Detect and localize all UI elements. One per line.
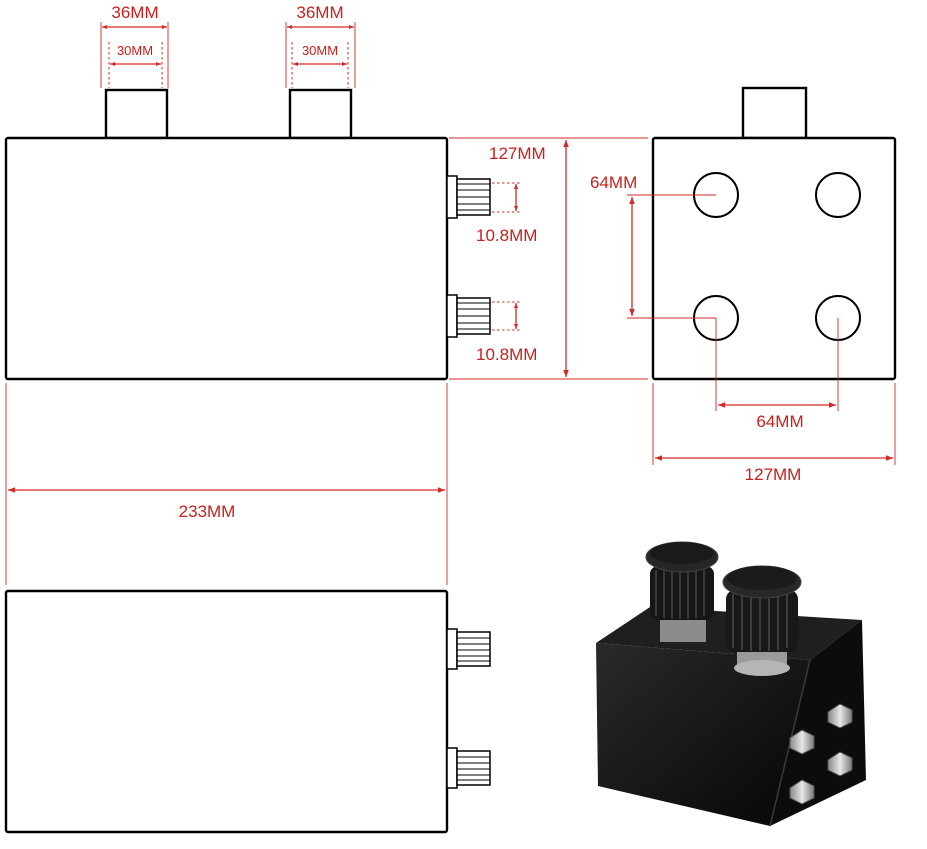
top-view-body xyxy=(651,136,897,381)
width-label: 127MM xyxy=(745,465,802,484)
side-fitting-1 xyxy=(446,175,491,219)
length-dimension xyxy=(5,383,448,585)
port-outer-label-1: 36MM xyxy=(111,3,158,22)
port-outer-label-2: 36MM xyxy=(296,3,343,22)
fitting-label-1: 10.8MM xyxy=(476,226,537,245)
product-photo xyxy=(596,541,866,827)
hole-vertical-label: 64MM xyxy=(590,173,637,192)
top-port-1 xyxy=(104,88,169,140)
hole-horizontal-label: 64MM xyxy=(756,412,803,431)
product-fitting-1 xyxy=(827,703,853,729)
hole-top-right xyxy=(815,172,861,218)
top-view xyxy=(627,86,897,465)
front-view xyxy=(4,589,491,834)
side-fitting-2 xyxy=(446,294,491,338)
breather-filter-1 xyxy=(645,541,719,642)
product-fitting-4 xyxy=(789,779,815,805)
top-port-2 xyxy=(288,88,353,140)
height-label: 127MM xyxy=(489,144,546,163)
breather-filter-2 xyxy=(722,565,802,676)
fitting-label-2: 10.8MM xyxy=(476,345,537,364)
top-view-port xyxy=(741,86,808,140)
front-view-body xyxy=(4,589,449,834)
front-fitting-2 xyxy=(446,747,491,789)
product-fitting-2 xyxy=(789,729,815,755)
product-front-face xyxy=(596,643,810,826)
side-view-body xyxy=(4,136,449,381)
front-fitting-1 xyxy=(446,628,491,670)
port-inner-label-1: 30MM xyxy=(117,43,153,58)
side-view xyxy=(4,22,648,381)
length-label: 233MM xyxy=(179,502,236,521)
product-fitting-3 xyxy=(827,751,853,777)
port-inner-label-2: 30MM xyxy=(302,43,338,58)
